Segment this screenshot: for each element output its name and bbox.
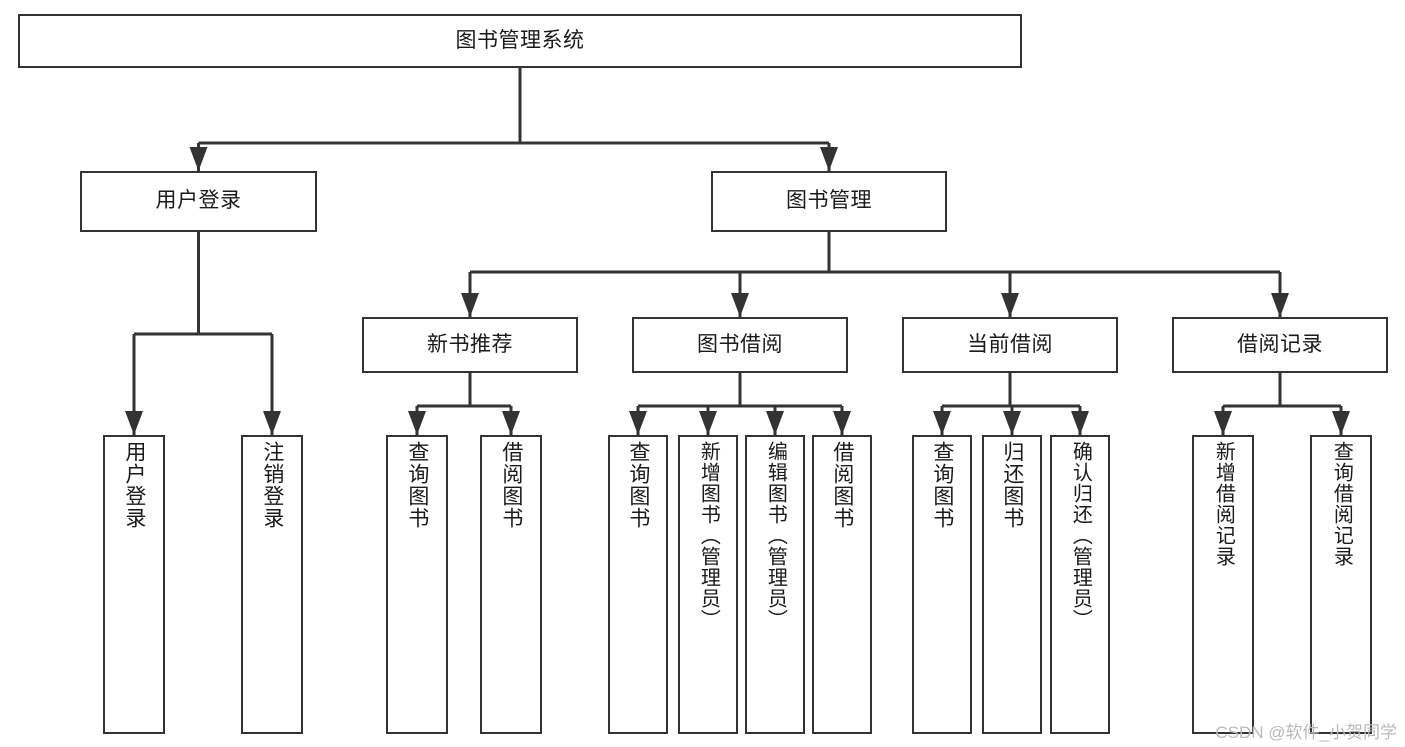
node-leaf-borrow-4[interactable]: 借阅图书 xyxy=(812,435,872,734)
node-label: 借阅图书 xyxy=(499,441,523,529)
node-label: 用户登录 xyxy=(122,441,146,529)
node-label: 查询图书 xyxy=(930,441,954,529)
node-label: 借阅记录 xyxy=(1237,332,1323,356)
arrowhead-icon xyxy=(1214,411,1232,435)
arrowhead-icon xyxy=(699,411,717,435)
node-leaf-login-2[interactable]: 注销登录 xyxy=(241,435,303,734)
arrowhead-icon xyxy=(766,411,784,435)
node-label: 确认归还（管理员） xyxy=(1069,441,1092,630)
node-newbook[interactable]: 新书推荐 xyxy=(362,317,578,373)
node-label: 编辑图书（管理员） xyxy=(764,441,787,630)
node-leaf-borrow-2[interactable]: 新增图书（管理员） xyxy=(678,435,738,734)
node-label: 用户登录 xyxy=(155,189,242,213)
node-label: 新增图书（管理员） xyxy=(697,441,720,630)
arrowhead-icon xyxy=(820,147,838,171)
node-leaf-borrow-3[interactable]: 编辑图书（管理员） xyxy=(745,435,805,734)
node-label: 查询图书 xyxy=(405,441,429,529)
node-leaf-cur-1[interactable]: 查询图书 xyxy=(912,435,972,734)
node-label: 图书管理 xyxy=(786,189,872,213)
arrowhead-icon xyxy=(1003,411,1021,435)
arrowhead-icon xyxy=(833,411,851,435)
node-current[interactable]: 当前借阅 xyxy=(902,317,1118,373)
node-label: 借阅图书 xyxy=(830,441,854,529)
arrowhead-icon xyxy=(408,411,426,435)
node-leaf-login-1[interactable]: 用户登录 xyxy=(103,435,165,734)
arrowhead-icon xyxy=(125,411,143,435)
arrowhead-icon xyxy=(731,293,749,317)
node-login[interactable]: 用户登录 xyxy=(80,171,317,232)
node-borrow[interactable]: 图书借阅 xyxy=(632,317,848,373)
arrowhead-icon xyxy=(189,147,208,171)
node-label: 查询借阅记录 xyxy=(1330,441,1353,567)
arrowhead-icon xyxy=(1332,411,1350,435)
node-label: 新书推荐 xyxy=(427,332,513,356)
node-label: 归还图书 xyxy=(1000,441,1024,529)
node-label: 图书管理系统 xyxy=(455,28,585,52)
node-label: 图书借阅 xyxy=(697,332,783,356)
node-label: 当前借阅 xyxy=(967,332,1053,356)
node-leaf-new-2[interactable]: 借阅图书 xyxy=(480,435,542,734)
arrowhead-icon xyxy=(1271,293,1289,317)
arrowhead-icon xyxy=(263,411,281,435)
arrowhead-icon xyxy=(933,411,951,435)
node-bookmgmt[interactable]: 图书管理 xyxy=(711,171,947,232)
node-leaf-rec-2[interactable]: 查询借阅记录 xyxy=(1310,435,1372,734)
arrowhead-icon xyxy=(461,293,479,317)
arrowhead-icon xyxy=(1071,411,1089,435)
arrowhead-icon xyxy=(1001,293,1019,317)
node-leaf-cur-3[interactable]: 确认归还（管理员） xyxy=(1050,435,1110,734)
node-root[interactable]: 图书管理系统 xyxy=(18,14,1022,68)
node-label: 新增借阅记录 xyxy=(1212,441,1235,567)
arrowhead-icon xyxy=(629,411,647,435)
node-leaf-new-1[interactable]: 查询图书 xyxy=(386,435,448,734)
node-label: 查询图书 xyxy=(626,441,650,529)
node-leaf-rec-1[interactable]: 新增借阅记录 xyxy=(1192,435,1254,734)
arrowhead-icon xyxy=(502,411,520,435)
node-leaf-borrow-1[interactable]: 查询图书 xyxy=(608,435,668,734)
node-records[interactable]: 借阅记录 xyxy=(1172,317,1388,373)
node-label: 注销登录 xyxy=(260,441,284,529)
node-leaf-cur-2[interactable]: 归还图书 xyxy=(982,435,1042,734)
